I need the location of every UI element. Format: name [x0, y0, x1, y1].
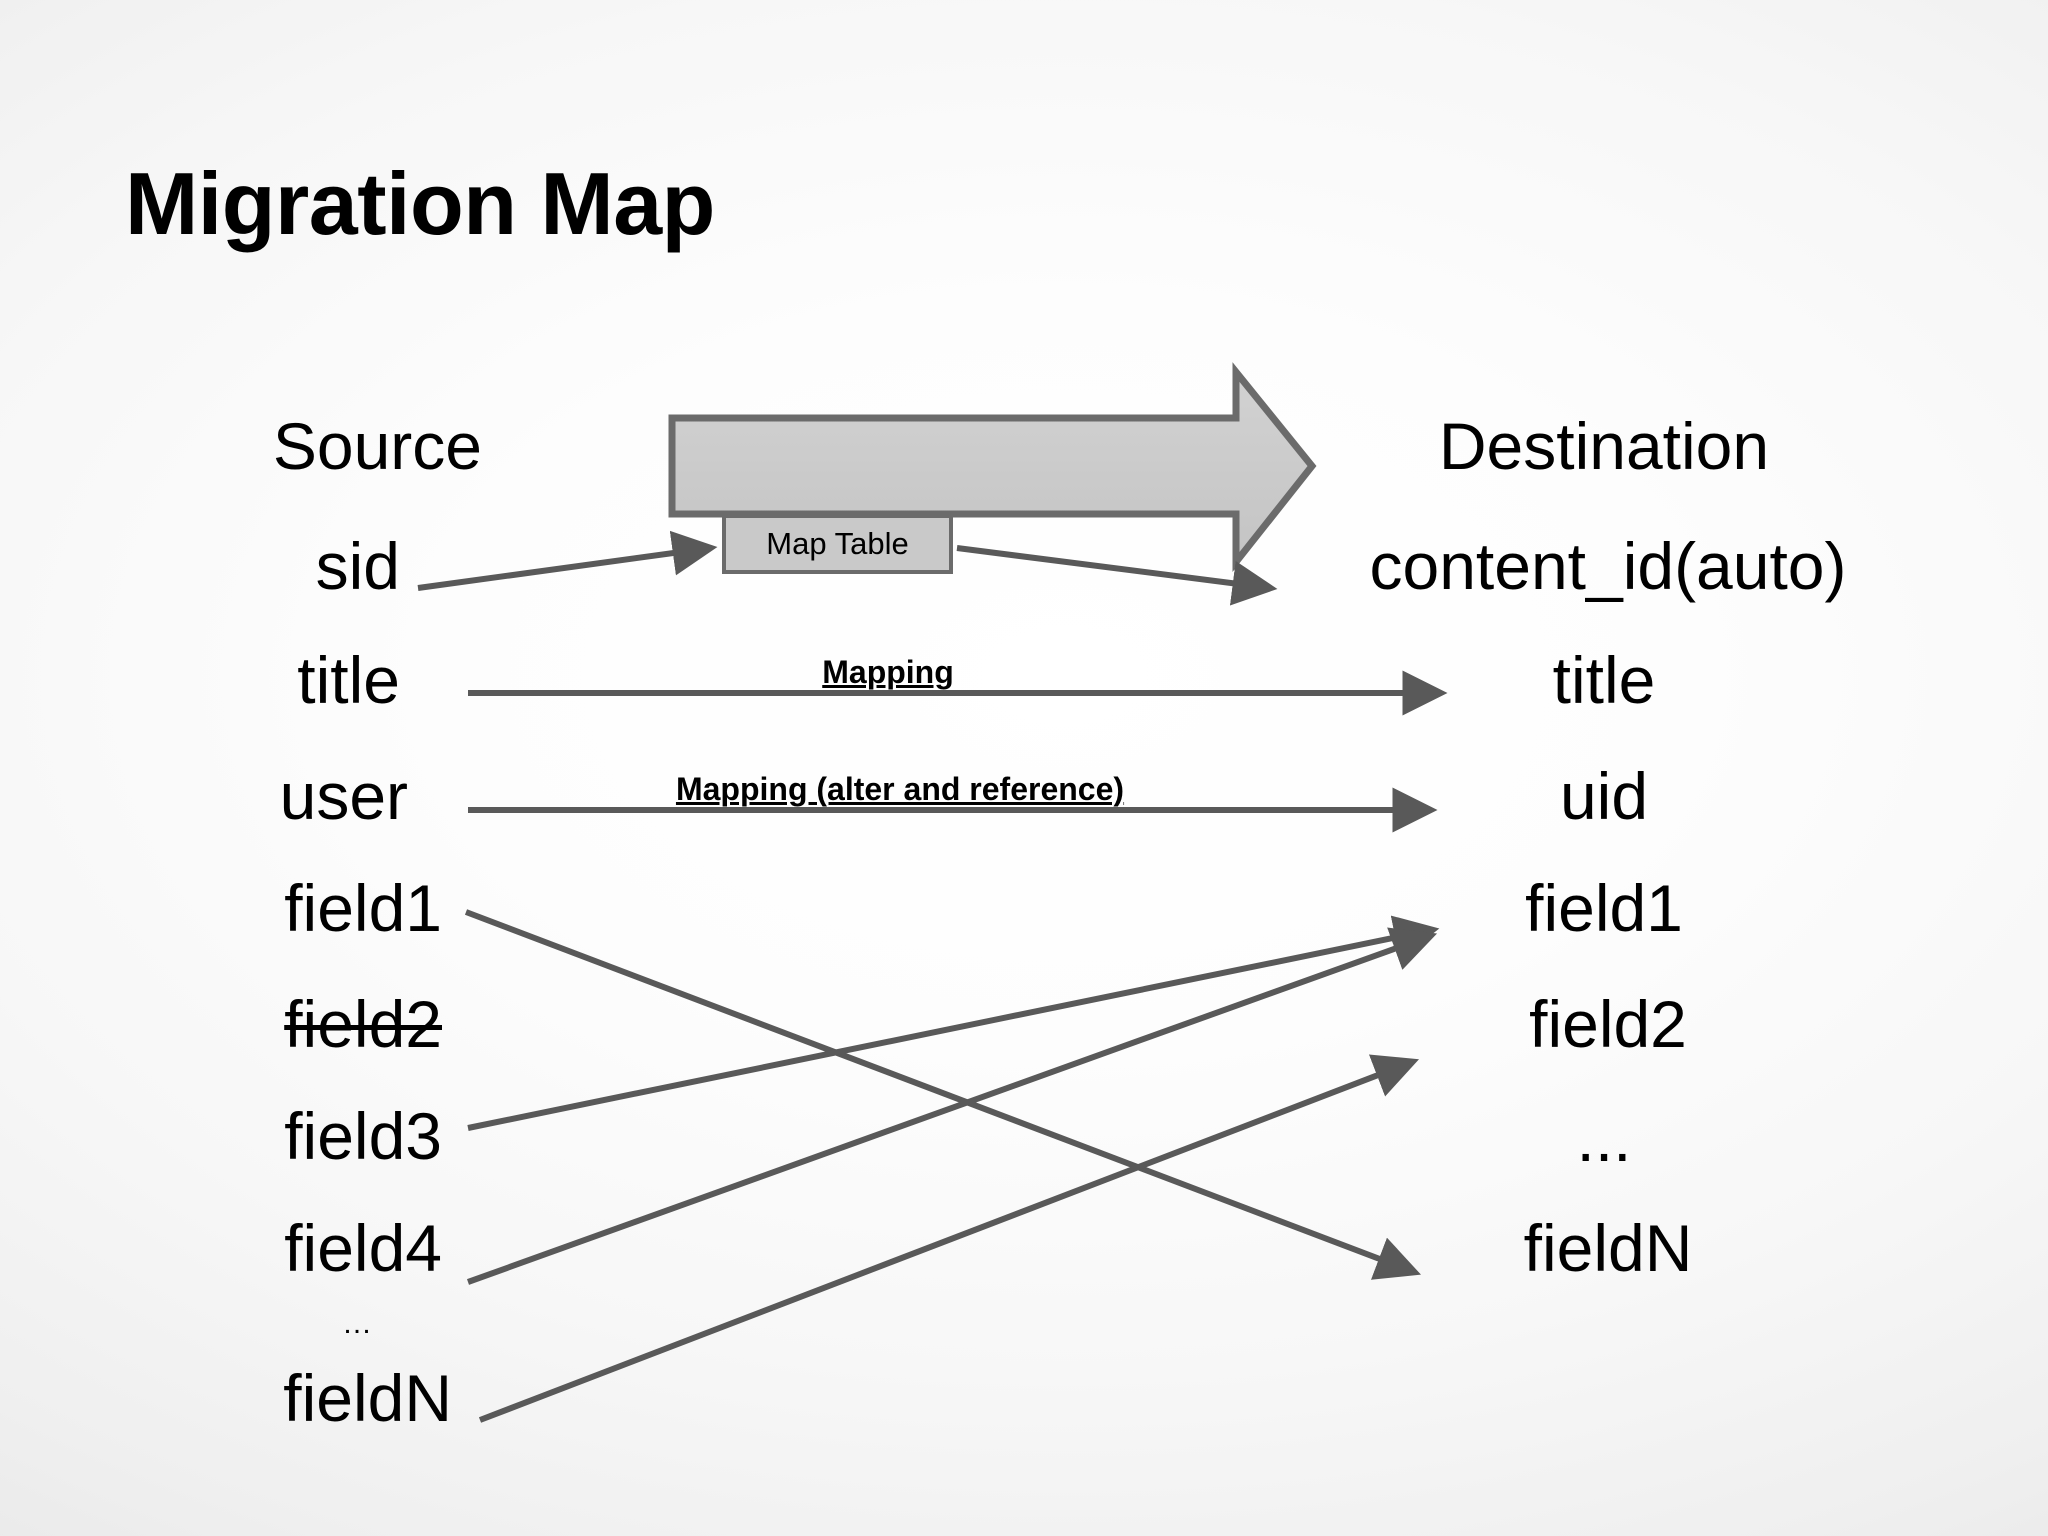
destination-field-title: title — [1552, 643, 1656, 717]
source-field-fieldn: fieldN — [283, 1361, 452, 1435]
mapping-caption-title: Mapping — [822, 654, 954, 690]
source-field-field2: field2 — [284, 987, 442, 1061]
source-field-field4: field4 — [284, 1211, 442, 1285]
connector-field1-to-ellipsis — [464, 909, 1422, 1280]
connector-field4-to-field1 — [466, 927, 1438, 1285]
source-field-title: title — [297, 643, 400, 717]
source-field-user: user — [279, 759, 408, 833]
connector-sid-to-map-table — [417, 530, 718, 591]
destination-field-content-id: content_id(auto) — [1369, 529, 1847, 603]
source-field-field3: field3 — [284, 1099, 442, 1173]
source-field-field1: field1 — [284, 871, 442, 945]
source-field-ellipsis: … — [342, 1307, 372, 1340]
destination-field-field1: field1 — [1525, 871, 1683, 945]
source-column-heading: Source — [272, 409, 482, 483]
connector-field3-to-field1 — [467, 915, 1440, 1131]
destination-column-heading: Destination — [1438, 409, 1770, 483]
connector-map-table-to-content-id — [956, 545, 1278, 606]
map-table-box[interactable]: Map Table — [722, 514, 953, 574]
page-title: Migration Map — [125, 154, 715, 253]
destination-field-ellipsis: ... — [1576, 1101, 1632, 1175]
destination-field-field2: field2 — [1529, 987, 1687, 1061]
connector-fieldn-to-ellipsis — [478, 1054, 1420, 1423]
mapping-caption-user: Mapping (alter and reference) — [675, 771, 1125, 807]
destination-field-fieldn: fieldN — [1523, 1211, 1693, 1285]
source-field-sid: sid — [315, 529, 400, 603]
destination-field-uid: uid — [1559, 759, 1649, 833]
